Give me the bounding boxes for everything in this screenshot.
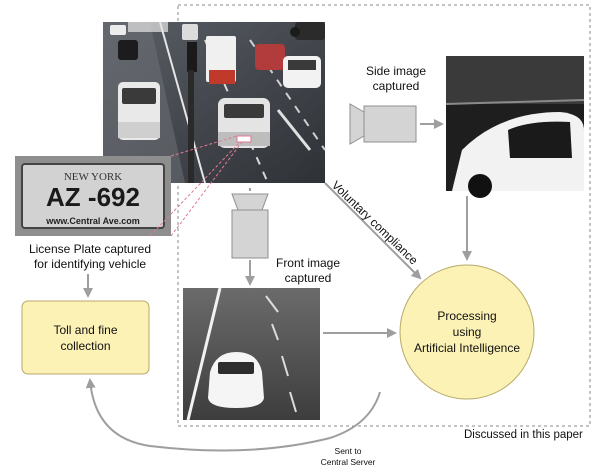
plate-caption: License Plate captured for identifying v… [28,242,152,271]
traffic-photo [103,21,326,184]
front-camera-icon [231,193,269,259]
plate-footer: www.Central Ave.com [45,216,140,226]
side-image-label: Side image captured [365,64,427,93]
ai-processing-circle [399,264,535,400]
boundary-label: Discussed in this paper [464,429,583,441]
flow-arrows [83,119,472,452]
paper-scope-boundary [177,4,591,427]
arrow-processing-to-toll [85,378,381,452]
side-image-photo [445,56,585,198]
plate-number: AZ -692 [46,182,140,212]
processing-label: Processing using Artificial Intelligence [413,309,521,355]
voluntary-compliance-label: Voluntary compliance [329,178,421,268]
front-image-label: Front image captured [275,256,341,285]
toll-box-label: Toll and fine collection [53,322,118,353]
central-server-label: Sent to Central Server [320,446,376,467]
arrow-voluntary-compliance [324,182,422,280]
license-plate-image: NEW YORK AZ -692 www.Central Ave.com [15,156,171,236]
front-image-photo [183,287,320,421]
side-camera-icon [349,103,417,145]
zoom-lines [149,135,243,237]
plate-state: NEW YORK [64,171,122,183]
toll-collection-box [21,300,150,375]
